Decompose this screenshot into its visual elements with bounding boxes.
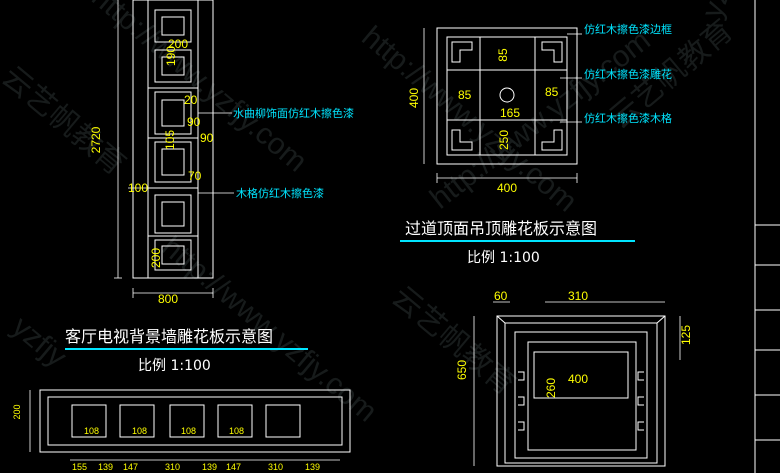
dim-650: 650 [455,360,469,380]
aisle-dimension-lines [423,28,578,183]
dim-165: 165 [500,106,520,120]
dim-310: 310 [568,289,588,303]
dim-200-top: 200 [168,37,188,51]
dim-85-top: 85 [496,48,510,62]
dim-250: 250 [497,130,511,150]
dim-400-bottom: 400 [497,181,517,195]
lattice-module [154,194,192,234]
dim-190: 190 [164,46,178,66]
dim-strip-height: 200 [12,404,22,419]
lattice-module [154,91,192,135]
dim-200-bottom: 200 [149,248,163,268]
lattice-module [161,245,185,265]
dim-125: 125 [679,325,693,345]
carving-corner [451,41,473,63]
dim-147-1: 147 [123,462,138,472]
dim-310-1: 310 [165,462,180,472]
lattice-module [154,239,192,271]
dim-70: 70 [188,169,202,183]
dim-105: 105 [163,130,177,150]
wall-panel-drawing [132,0,214,279]
dim-20: 20 [184,93,198,107]
ceiling-dimension-lines [473,301,681,466]
dim-310-2: 310 [268,462,283,472]
dim-400-side: 400 [407,88,421,108]
aisle-panel-scale: 比例 1:100 [467,250,540,266]
aisle-panel-frame [446,36,568,156]
note-frame: 仿红木擦色漆边框 [584,22,672,36]
aisle-panel-outline [436,27,578,165]
dim-108-4: 108 [229,426,244,436]
carving-corner [451,129,473,151]
lattice-module [154,49,192,83]
dim-100: 100 [128,181,148,195]
lattice-module [161,201,185,227]
carving-corner [541,129,563,151]
dim-139-3: 139 [305,462,320,472]
wall-panel-inner-frame [147,0,199,279]
dim-108-1: 108 [84,426,99,436]
dim-wall-height: 2720 [89,126,103,153]
note-carving: 仿红木擦色漆雕花 [584,67,672,81]
dim-400: 400 [568,372,588,386]
aisle-panel-drawing [436,27,578,165]
dim-85-left: 85 [458,88,472,102]
strip-panel-inner [47,396,343,446]
note-wood-lattice: 木格仿红木擦色漆 [236,186,324,200]
dim-108-3: 108 [181,426,196,436]
carving-pattern [518,371,525,431]
aisle-panel-center-hole [499,87,515,103]
note-grid: 仿红木擦色漆木格 [584,111,672,125]
ceiling-panel-outline [496,315,666,467]
dim-85-right: 85 [545,85,559,99]
dim-139-1: 139 [98,462,113,472]
carving-pattern [637,371,644,431]
aisle-panel-title: 过道顶面吊顶雕花板示意图 [405,219,597,238]
dim-wall-width: 800 [158,292,178,306]
note-water-willow: 水曲柳饰面仿红木擦色漆 [233,106,354,120]
dim-147-2: 147 [226,462,241,472]
title-block-edge [754,0,780,473]
dim-155: 155 [72,462,87,472]
dim-139-2: 139 [202,462,217,472]
ceiling-panel-center [533,351,629,399]
strip-panel-outline [39,389,351,453]
strip-dimension-lines [29,390,340,461]
lattice-module [154,141,192,183]
wall-panel-scale: 比例 1:100 [138,358,211,374]
carving-corner [541,41,563,63]
ceiling-panel-ring [514,331,648,459]
wall-panel-title: 客厅电视背景墙雕花板示意图 [65,327,273,346]
lattice-module [161,148,185,176]
lattice-module [161,16,185,36]
dim-60: 60 [494,289,508,303]
lattice-module [154,9,192,43]
dim-108-2: 108 [132,426,147,436]
watermark-layer: http://www.yzfjy.com http://www.yzfjy.co… [0,0,747,429]
watermark-short: yzfjy [6,310,73,374]
lattice-module [161,56,185,76]
strip-panel-drawing [39,389,351,453]
watermark-brand: 云艺帆教育 [0,59,132,182]
dim-260: 260 [544,378,558,398]
lattice-module [161,99,185,127]
dim-90-a: 90 [187,115,201,129]
ceiling-panel-drawing [496,315,666,467]
wall-dimension-lines [114,0,214,298]
watermark-short: yzfjy [696,0,748,22]
dim-90-b: 90 [200,131,214,145]
ceiling-panel-frame [504,322,658,464]
ceiling-panel-ring [527,341,637,451]
